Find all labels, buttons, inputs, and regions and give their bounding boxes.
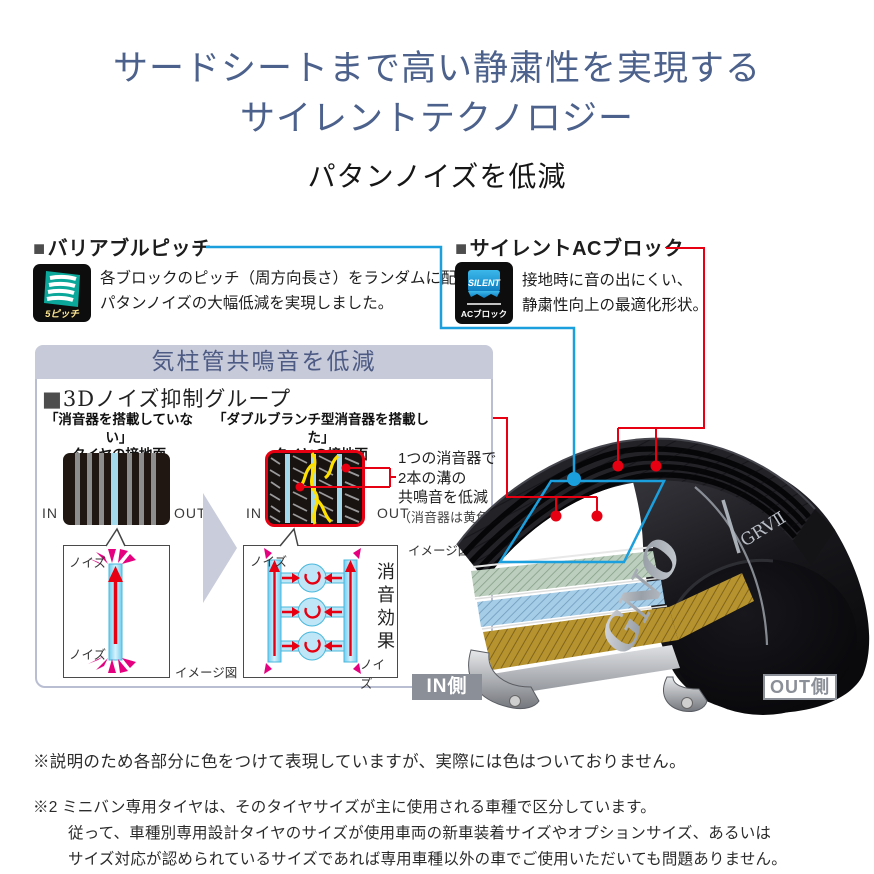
silent-ac-icon: SILENT ACブロック [455, 262, 513, 324]
noise-label: ノイズ [250, 555, 288, 569]
left-out-label: OUT [174, 505, 207, 521]
five-pitch-icon-label: 5ピッチ [45, 309, 80, 320]
resonance-panel-header: 気柱管共鳴音を低減 [35, 345, 493, 379]
noise-burst-bottom [88, 656, 136, 673]
tread-no-silencer-image [63, 453, 170, 525]
five-pitch-icon: 5ピッチ [33, 264, 91, 322]
footnote-2-line2: 従って、車種別専用設計タイヤのサイズが使用車両の新車装着サイズやオプションサイズ… [68, 825, 772, 842]
tread-double-branch-image [265, 450, 365, 527]
noise-label: ノイズ [69, 648, 107, 662]
carcass-layer [483, 607, 678, 670]
noise-flow-arrows [273, 568, 352, 656]
bullet-square-icon: ■ [42, 387, 63, 411]
belt-layer [477, 580, 665, 627]
noise-group-heading: ■3Dノイズ抑制グループ [42, 387, 292, 411]
image-note-left: イメージ図 [175, 666, 238, 680]
footnote-2-line1: ※2 ミニバン専用タイヤは、そのタイヤサイズが主に使用される車種で区分しています… [33, 799, 656, 816]
right-out-label: OUT [377, 505, 410, 521]
footnote-1: ※説明のため各部分に色をつけて表現していますが、実際には色はついておりません。 [33, 753, 686, 771]
variable-pitch-desc: 各ブロックのピッチ（周方向長さ）をランダムに配列し、 パタンノイズの大幅低減を実… [100, 270, 504, 312]
footnote-2-line3: サイズ対応が認められているサイズであれば専用車種以外の車でご使用いただいても問題… [68, 851, 787, 868]
noise-diagram-no-silencer: ノイズ ノイズ [63, 545, 170, 678]
silencing-effect-label: 消音効果 [375, 562, 395, 654]
tire-out-side-label: OUT側 [763, 674, 837, 700]
noise-burst-top [88, 549, 136, 566]
variable-pitch-heading: ■バリアブルピッチ [33, 238, 212, 260]
transition-arrow-icon [203, 493, 237, 603]
left-in-label: IN [42, 505, 58, 521]
image-note-right: イメージ図 [408, 544, 471, 558]
bead-right [663, 676, 708, 712]
page-title-line1: サードシートまで高い静粛性を実現する [112, 49, 761, 89]
noise-label: ノイズ [360, 658, 386, 691]
tire-cutaway-illustration: GNO GRVⅡ [455, 425, 874, 715]
page-title-line2: サイレントテクノロジー [240, 99, 634, 139]
noise-corner-arrows [264, 548, 361, 674]
inner-liner [492, 645, 680, 696]
silent-ac-heading: ■サイレントACブロック [455, 238, 684, 260]
bullet-square-icon: ■ [33, 238, 46, 260]
noise-diagram-with-silencer: ノイズ ノイズ 消音効果 [243, 545, 398, 691]
right-in-label: IN [246, 505, 262, 521]
silent-icon-text: SILENT [468, 278, 502, 288]
bullet-square-icon: ■ [455, 238, 468, 260]
tire-in-side-label: IN側 [412, 674, 482, 700]
ac-block-icon-text: ACブロック [461, 309, 507, 319]
noise-label: ノイズ [69, 556, 107, 570]
section-subtitle: パタンノイズを低減 [307, 160, 567, 193]
silent-ac-desc: 接地時に音の出にくい、 静粛性向上の最適化形状。 [522, 272, 709, 314]
